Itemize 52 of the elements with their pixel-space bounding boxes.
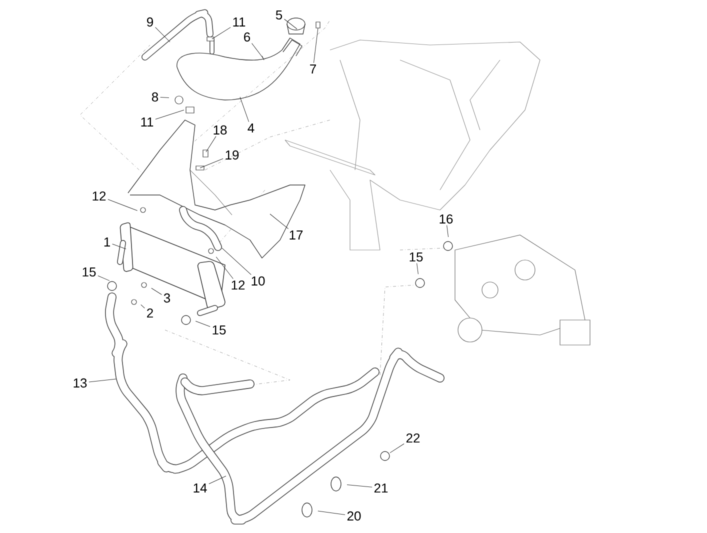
leader-line — [151, 288, 162, 295]
callout-number: 12 — [232, 280, 245, 290]
leader-line — [206, 136, 216, 152]
leader-line — [446, 225, 449, 238]
callout-number: 1 — [104, 238, 110, 246]
leader-line — [155, 27, 170, 42]
leader-line — [200, 158, 224, 168]
callout-number: 15 — [410, 252, 423, 262]
callout-number: 3 — [164, 293, 170, 303]
leader-line — [88, 378, 116, 382]
leader-line — [318, 510, 346, 516]
callout-number: 16 — [440, 214, 453, 224]
callout-number: 15 — [82, 267, 96, 277]
callout-number: 10 — [252, 276, 265, 286]
callout-number: 5 — [276, 10, 282, 20]
callout-number: 8 — [152, 92, 158, 102]
leader-line — [98, 276, 110, 281]
leader-line — [208, 476, 226, 484]
leader-line — [346, 484, 372, 488]
callout-number: 9 — [147, 17, 153, 27]
leader-line — [140, 304, 145, 308]
leader-line — [216, 256, 234, 280]
callout-number: 4 — [248, 124, 254, 132]
leader-line — [240, 96, 250, 122]
leader-line — [270, 214, 289, 230]
callout-number: 2 — [147, 308, 153, 318]
callout-number: 6 — [244, 32, 250, 42]
leader-line — [314, 28, 318, 64]
callout-number: 20 — [347, 511, 361, 521]
leader-line — [160, 97, 170, 98]
callout-number: 12 — [92, 191, 106, 201]
callout-number: 22 — [406, 433, 420, 443]
callout-number: 21 — [374, 483, 388, 493]
callout-number: 14 — [194, 484, 207, 492]
leader-line — [390, 444, 404, 454]
leader-line — [284, 18, 298, 30]
callout-number: 11 — [141, 118, 154, 126]
callout-number: 11 — [233, 18, 246, 26]
leader-line — [155, 110, 184, 120]
leader-line — [195, 320, 210, 327]
leader-line — [108, 199, 138, 211]
leader-line — [222, 248, 252, 275]
callout-number: 7 — [310, 64, 316, 74]
leader-line — [416, 263, 418, 274]
leader-line — [112, 244, 126, 250]
callout-number: 19 — [226, 150, 239, 160]
callout-number: 18 — [214, 125, 227, 135]
callout-number: 13 — [74, 378, 87, 388]
leader-line — [212, 27, 231, 40]
leader-line — [252, 43, 264, 58]
callout-number: 17 — [290, 230, 303, 240]
callout-number: 15 — [212, 325, 226, 335]
